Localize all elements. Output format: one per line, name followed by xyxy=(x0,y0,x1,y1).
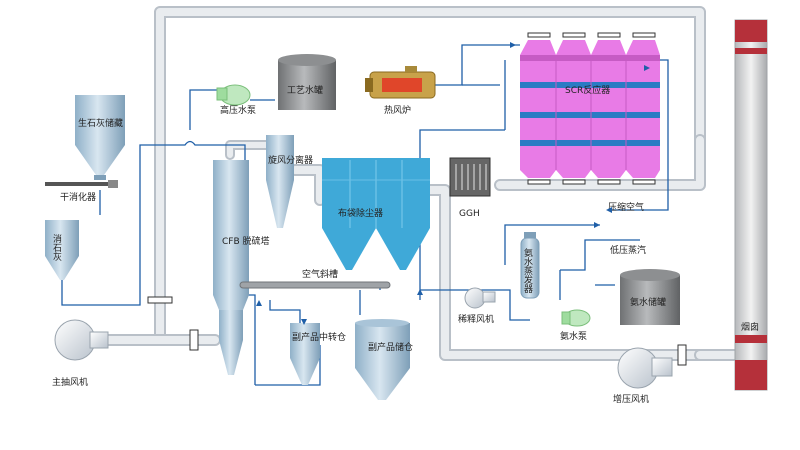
booster-fan[interactable] xyxy=(617,347,673,389)
dilution-fan[interactable] xyxy=(464,287,496,309)
ammonia-pump[interactable] xyxy=(561,309,591,327)
label-byproduct-silo: 副产品储仓 xyxy=(368,341,413,353)
damper-icon xyxy=(147,296,173,304)
dry-slaker xyxy=(45,180,118,188)
label-lp-steam: 低压蒸汽 xyxy=(610,244,646,256)
bag-filter xyxy=(322,158,430,270)
label-booster-fan: 增压风机 xyxy=(613,393,649,405)
byproduct-silo xyxy=(355,319,410,400)
label-cyclone: 旋风分离器 xyxy=(268,154,313,166)
flow-arrows xyxy=(256,42,650,325)
hot-air-furnace xyxy=(365,66,436,99)
label-byproduct-transfer: 副产品中转仓 xyxy=(292,331,346,343)
label-dilution-fan: 稀释风机 xyxy=(458,313,494,325)
cfb-tower xyxy=(213,160,249,375)
label-slaked-lime: 消石灰 xyxy=(51,233,62,262)
slaked-lime-silo xyxy=(45,220,79,280)
hp-pump[interactable] xyxy=(216,84,251,106)
label-hp-pump: 高压水泵 xyxy=(220,104,256,116)
ggh-heat-exchanger xyxy=(449,157,491,197)
byproduct-transfer-bin xyxy=(290,323,320,385)
label-bag-filter: 布袋除尘器 xyxy=(338,207,383,219)
ammonia-evaporator xyxy=(520,232,540,299)
label-ammonia-pump: 氨水泵 xyxy=(560,330,587,342)
main-fan[interactable] xyxy=(54,319,109,361)
scr-reactor xyxy=(520,32,660,185)
label-ammonia-evap: 氨水蒸发器 xyxy=(522,247,533,293)
label-air-chute: 空气斜槽 xyxy=(302,268,338,280)
air-chute xyxy=(239,281,391,289)
label-compressed-air: 压缩空气 xyxy=(608,201,644,213)
process-water-tank xyxy=(278,54,336,110)
cyclone-separator xyxy=(266,135,294,228)
label-process-tank: 工艺水罐 xyxy=(287,84,323,96)
label-chimney: 烟囱 xyxy=(741,321,759,333)
label-main-fan: 主抽风机 xyxy=(52,376,88,388)
label-cfb-tower: CFB 脱硫塔 xyxy=(222,235,270,247)
label-hot-furnace: 热风炉 xyxy=(384,104,411,116)
damper-icon xyxy=(189,329,199,351)
label-ggh: GGH xyxy=(459,209,480,219)
label-lime-silo: 生石灰储藏 xyxy=(78,117,123,129)
label-scr: SCR反应器 xyxy=(565,84,610,96)
damper-icon xyxy=(677,344,687,366)
ammonia-tank xyxy=(620,269,680,325)
lime-silo xyxy=(75,95,125,180)
label-ammonia-tank: 氨水储罐 xyxy=(630,296,666,308)
label-dry-slaker: 干消化器 xyxy=(60,191,96,203)
chimney xyxy=(734,19,768,391)
